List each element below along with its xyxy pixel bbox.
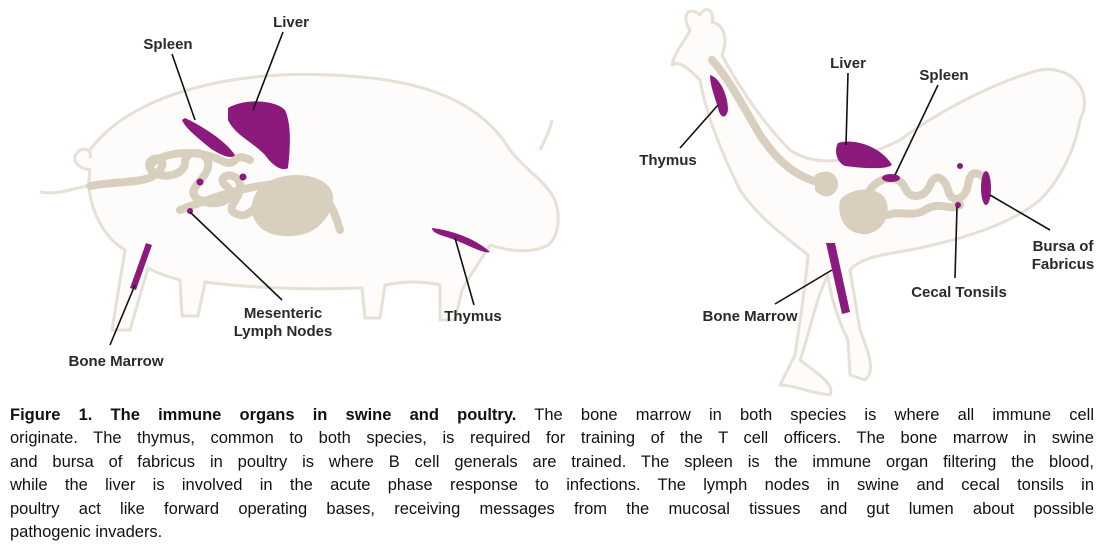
poultry-intestine-loop <box>884 201 964 219</box>
poultry-intestine <box>866 169 989 203</box>
leader-line <box>989 194 1051 231</box>
leader-line <box>454 237 475 306</box>
swine-ear <box>538 119 554 151</box>
poultry-spleen <box>882 174 900 182</box>
poultry-liver <box>836 141 892 169</box>
swine-intestine-loop <box>146 149 254 169</box>
caption-line: pathogenic invaders. <box>10 523 163 542</box>
poultry-thymus-label: Thymus <box>639 152 697 169</box>
swine-mesenteric-label: Mesenteric <box>244 305 322 322</box>
caption-line: originate. The thymus, common to both sp… <box>10 429 1094 448</box>
swine-thymus <box>432 228 490 253</box>
leader-line <box>189 211 283 301</box>
poultry-cecal-tonsil <box>955 202 961 208</box>
poultry-gizzard <box>839 189 888 235</box>
swine-liver-label: Liver <box>273 14 309 31</box>
poultry-bursa <box>981 171 991 205</box>
poultry-fabricus-label: Fabricus <box>1032 256 1095 273</box>
poultry-liver-label: Liver <box>830 55 866 72</box>
immune-organs-diagram: Liver Spleen Mesenteric Lymph Nodes Thym… <box>39 8 1095 397</box>
poultry-esophagus <box>708 56 834 189</box>
swine-spleen-label: Spleen <box>143 36 192 53</box>
poultry-illustration: Liver Spleen Thymus Bursa of Fabricus Ce… <box>639 8 1095 397</box>
poultry-bone-marrow <box>826 243 850 314</box>
swine-bone-marrow <box>130 243 152 290</box>
caption-title: Figure 1. The immune organs in swine and… <box>10 406 517 424</box>
caption-text: The bone marrow in both species is where… <box>516 406 1094 424</box>
swine-spleen <box>182 118 235 158</box>
leader-line <box>774 269 833 305</box>
leader-line <box>171 53 196 121</box>
poultry-cecal-tonsil <box>957 163 963 169</box>
poultry-thymus <box>710 75 728 117</box>
leader-line <box>109 284 136 346</box>
swine-bone-marrow-label: Bone Marrow <box>68 353 163 370</box>
leader-line <box>845 72 849 146</box>
swine-thymus-label: Thymus <box>444 308 502 325</box>
caption-line: and bursa of fabricus in poultry is wher… <box>10 452 1094 471</box>
leader-line <box>954 206 958 279</box>
swine-colon <box>176 180 344 234</box>
figure-caption: Figure 1. The immune organs in swine and… <box>10 404 1094 544</box>
swine-liver <box>228 101 290 170</box>
swine-illustration: Liver Spleen Mesenteric Lymph Nodes Thym… <box>39 14 560 370</box>
leader-line <box>894 84 939 176</box>
swine-lymph-node <box>196 178 204 186</box>
poultry-proventriculus <box>815 171 838 197</box>
caption-line: poultry act like forward operating bases… <box>10 499 1094 518</box>
leader-line <box>252 31 284 111</box>
poultry-bone-marrow-label: Bone Marrow <box>702 308 797 325</box>
leader-line <box>679 104 719 149</box>
poultry-bursa-label: Bursa of <box>1033 238 1095 255</box>
caption-line: while the liver is involved in the acute… <box>10 476 1094 495</box>
swine-lymph-nodes-label: Lymph Nodes <box>234 323 333 340</box>
poultry-spleen-label: Spleen <box>919 67 968 84</box>
swine-lymph-node <box>239 173 247 181</box>
poultry-cecal-tonsils-label: Cecal Tonsils <box>911 284 1007 301</box>
caption-line: Figure 1. The immune organs in swine and… <box>10 404 1094 427</box>
